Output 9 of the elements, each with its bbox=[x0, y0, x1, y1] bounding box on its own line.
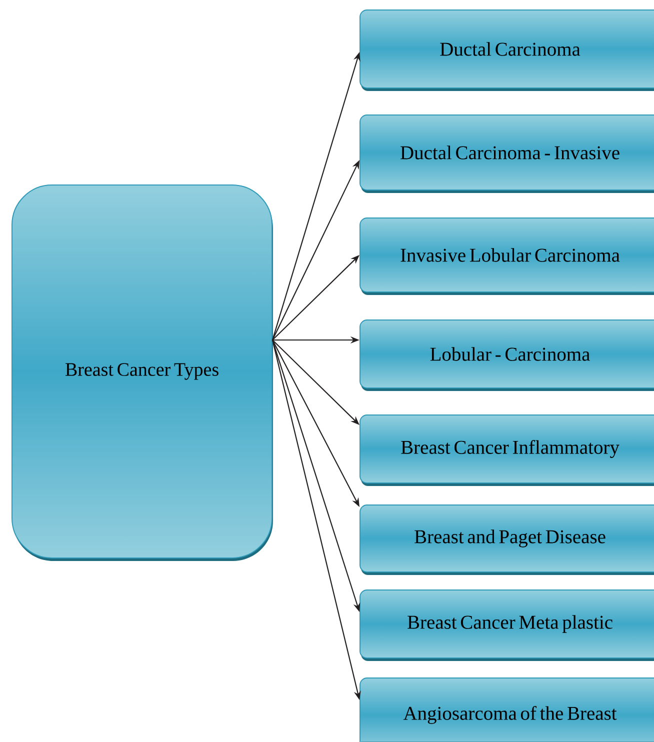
type-box: Ductal Carcinoma - Invasive bbox=[360, 114, 654, 193]
type-box: Invasive Lobular Carcinoma bbox=[360, 218, 654, 295]
topic-box: Breast Cancer Types bbox=[12, 184, 273, 561]
type-box: Ductal Carcinoma bbox=[360, 10, 654, 91]
type-box: Breast Cancer Inflammatory bbox=[360, 414, 654, 486]
type-box: Angiosarcoma of the Breast bbox=[360, 678, 654, 742]
type-box: Lobular - Carcinoma bbox=[360, 320, 654, 391]
type-box: Breast Cancer Meta plastic bbox=[360, 590, 654, 661]
type-box: Breast and Paget Disease bbox=[360, 504, 654, 575]
